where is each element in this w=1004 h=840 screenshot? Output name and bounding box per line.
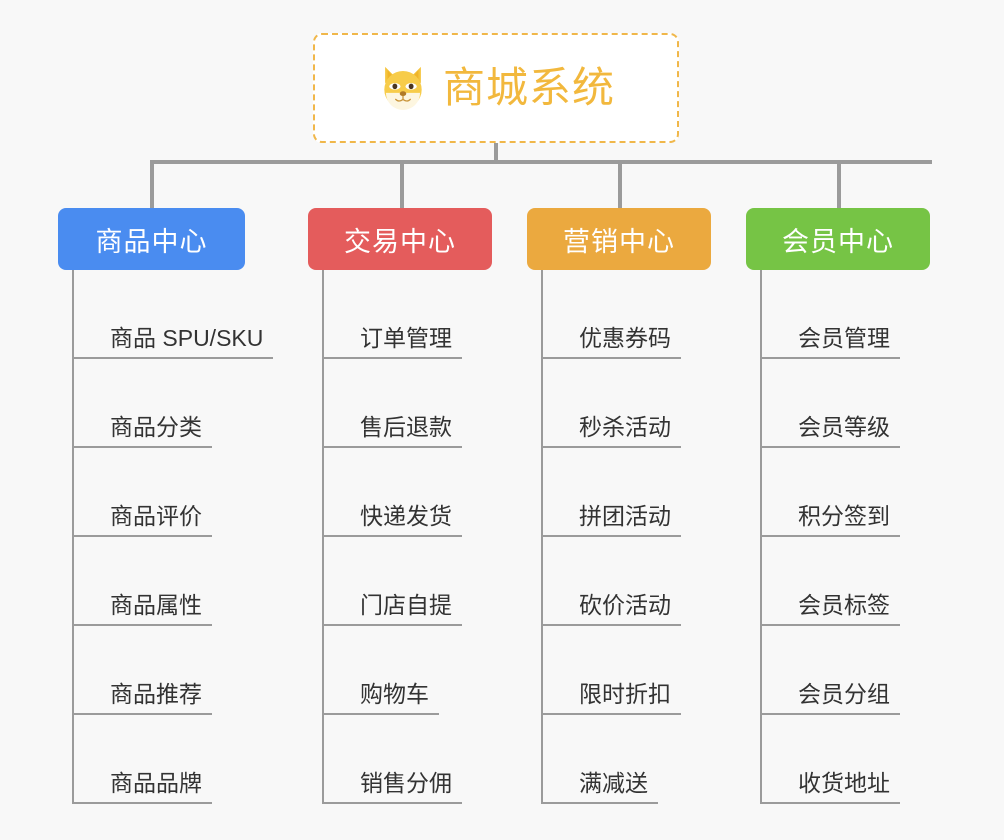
leaf-list-4: 会员管理 会员等级 积分签到 会员标签 会员分组 收货地址 — [760, 270, 930, 804]
list-item[interactable]: 商品 SPU/SKU — [74, 270, 274, 359]
list-item[interactable]: 限时折扣 — [543, 626, 711, 715]
leaf-list-1: 商品 SPU/SKU 商品分类 商品评价 商品属性 商品推荐 商品品牌 — [72, 270, 274, 804]
leaf-label: 销售分佣 — [324, 770, 462, 804]
list-item[interactable]: 快递发货 — [324, 448, 492, 537]
list-item[interactable]: 购物车 — [324, 626, 492, 715]
list-item[interactable]: 商品品牌 — [74, 715, 245, 804]
category-header-4[interactable]: 会员中心 — [746, 208, 930, 270]
list-item[interactable]: 优惠券码 — [543, 270, 711, 359]
list-item[interactable]: 商品评价 — [74, 448, 245, 537]
root-title: 商城系统 — [442, 64, 615, 111]
list-item[interactable]: 会员标签 — [762, 537, 930, 626]
list-item[interactable]: 会员等级 — [762, 359, 930, 448]
list-item[interactable]: 订单管理 — [324, 270, 492, 359]
leaf-label: 商品品牌 — [74, 770, 212, 804]
list-item[interactable]: 收货地址 — [762, 715, 930, 804]
list-item[interactable]: 商品分类 — [74, 359, 245, 448]
category-label-2: 交易中心 — [344, 226, 456, 257]
list-item[interactable]: 商品推荐 — [74, 626, 245, 715]
leaf-label: 快递发货 — [324, 503, 462, 537]
category-header-1[interactable]: 商品中心 — [58, 208, 245, 270]
category-header-2[interactable]: 交易中心 — [308, 208, 492, 270]
leaf-label: 商品推荐 — [74, 681, 212, 715]
leaf-label: 会员等级 — [762, 414, 900, 448]
leaf-label: 会员管理 — [762, 325, 900, 359]
branch-column-1: 商品中心 商品 SPU/SKU 商品分类 商品评价 商品属性 商品推荐 商品品牌 — [58, 208, 274, 804]
leaf-label: 商品评价 — [74, 503, 212, 537]
list-item[interactable]: 满减送 — [543, 715, 711, 804]
connector-root-stem — [494, 143, 498, 164]
leaf-label: 收货地址 — [762, 770, 900, 804]
category-label-4: 会员中心 — [782, 226, 894, 257]
leaf-label: 限时折扣 — [543, 681, 681, 715]
list-item[interactable]: 门店自提 — [324, 537, 492, 626]
list-item[interactable]: 秒杀活动 — [543, 359, 711, 448]
branch-column-2: 交易中心 订单管理 售后退款 快递发货 门店自提 购物车 销售分佣 — [308, 208, 492, 804]
leaf-list-3: 优惠券码 秒杀活动 拼团活动 砍价活动 限时折扣 满减送 — [541, 270, 711, 804]
leaf-label: 会员分组 — [762, 681, 900, 715]
leaf-label: 砍价活动 — [543, 592, 681, 626]
connector-drop-4 — [837, 160, 841, 208]
list-item[interactable]: 拼团活动 — [543, 448, 711, 537]
leaf-label: 满减送 — [543, 770, 658, 804]
leaf-label: 拼团活动 — [543, 503, 681, 537]
leaf-label: 秒杀活动 — [543, 414, 681, 448]
list-item[interactable]: 销售分佣 — [324, 715, 492, 804]
leaf-label: 积分签到 — [762, 503, 900, 537]
branch-column-4: 会员中心 会员管理 会员等级 积分签到 会员标签 会员分组 收货地址 — [746, 208, 930, 804]
leaf-label: 订单管理 — [324, 325, 462, 359]
branch-column-3: 营销中心 优惠券码 秒杀活动 拼团活动 砍价活动 限时折扣 满减送 — [527, 208, 711, 804]
leaf-label: 优惠券码 — [543, 325, 681, 359]
leaf-label: 商品 SPU/SKU — [74, 325, 274, 359]
leaf-label: 门店自提 — [324, 592, 462, 626]
list-item[interactable]: 会员分组 — [762, 626, 930, 715]
connector-bus-bar — [150, 160, 932, 164]
list-item[interactable]: 售后退款 — [324, 359, 492, 448]
connector-drop-2 — [400, 160, 404, 208]
list-item[interactable]: 会员管理 — [762, 270, 930, 359]
leaf-label: 售后退款 — [324, 414, 462, 448]
leaf-list-2: 订单管理 售后退款 快递发货 门店自提 购物车 销售分佣 — [322, 270, 492, 804]
connector-drop-3 — [618, 160, 622, 208]
leaf-label: 商品分类 — [74, 414, 212, 448]
leaf-label: 会员标签 — [762, 592, 900, 626]
leaf-label: 购物车 — [324, 681, 439, 715]
category-label-3: 营销中心 — [563, 226, 675, 257]
list-item[interactable]: 商品属性 — [74, 537, 245, 626]
category-label-1: 商品中心 — [95, 226, 208, 257]
shiba-dog-face-icon — [384, 66, 422, 110]
leaf-label: 商品属性 — [74, 592, 212, 626]
list-item[interactable]: 砍价活动 — [543, 537, 711, 626]
root-node[interactable]: 商城系统 — [313, 33, 679, 143]
connector-drop-1 — [150, 160, 154, 208]
category-header-3[interactable]: 营销中心 — [527, 208, 711, 270]
list-item[interactable]: 积分签到 — [762, 448, 930, 537]
